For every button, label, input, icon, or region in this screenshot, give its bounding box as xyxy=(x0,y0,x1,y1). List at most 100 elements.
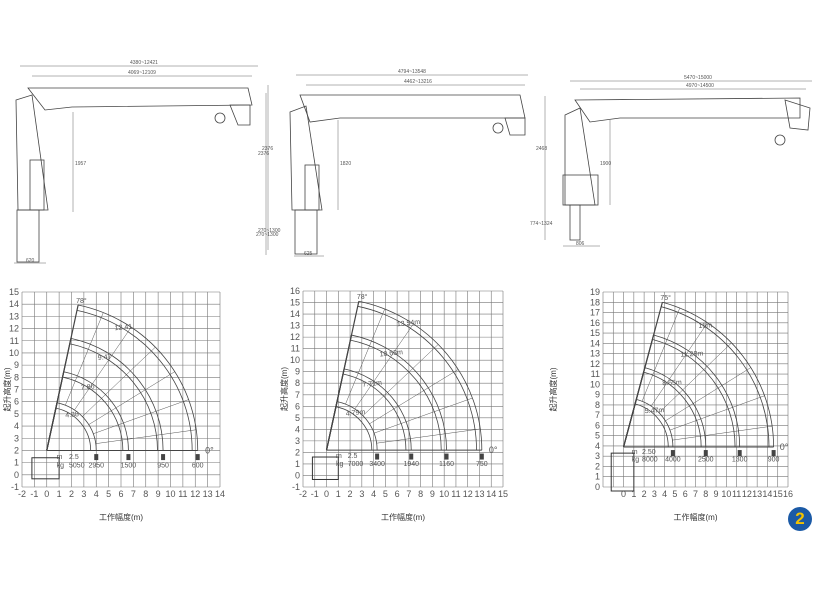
x-tick-label: 8 xyxy=(703,489,708,499)
boom-length-label: 11.28m xyxy=(680,351,703,359)
boom-tip xyxy=(504,117,526,136)
radial-line xyxy=(373,397,473,434)
radial-line xyxy=(82,346,156,417)
x-tick-label: 9 xyxy=(156,489,161,499)
x-tick-label: 11 xyxy=(451,489,460,499)
base-kg-label: kg xyxy=(57,463,65,470)
y-tick-label: 16 xyxy=(590,318,600,328)
y-tick-label: 3 xyxy=(295,436,300,446)
crane-drawing-2: 4794~13548 4462~13216 1820 2376 270~1300… xyxy=(256,69,528,257)
x-tick-label: 7 xyxy=(131,489,136,499)
boom-length-label: 13.54m xyxy=(397,319,421,328)
boom-length-label: 9.47 xyxy=(98,354,112,362)
radial-line xyxy=(665,367,751,422)
max-angle-label: 78° xyxy=(76,297,87,305)
boom-arc xyxy=(350,339,442,451)
base-width-label: 625 xyxy=(304,251,313,257)
x-tick-label: 11 xyxy=(178,489,187,499)
y-tick-label: 4 xyxy=(595,441,600,451)
column xyxy=(15,94,49,211)
x-tick-label: 7 xyxy=(406,489,411,499)
y-tick-label: 12 xyxy=(590,359,600,369)
radial-line xyxy=(74,327,132,411)
column xyxy=(564,107,596,206)
x-tick-label: 2 xyxy=(69,489,74,499)
boom-arc xyxy=(56,402,97,451)
base-housing xyxy=(562,174,599,206)
x-tick-label: 15 xyxy=(773,489,783,499)
inner-length-label: 4462~13216 xyxy=(404,79,432,85)
boom-arc xyxy=(358,300,483,451)
load-value-label: 900 xyxy=(768,456,780,463)
boom-length-label: 7.86 xyxy=(81,383,95,391)
x-tick-label: 14 xyxy=(762,489,772,499)
boom-arc xyxy=(652,339,736,447)
y-tick-label: 12 xyxy=(9,324,19,334)
x-tick-label: 1 xyxy=(57,489,62,499)
weight-icon xyxy=(126,454,131,461)
boom-arc xyxy=(653,334,741,447)
y-tick-label: 6 xyxy=(595,420,600,430)
x-tick-label: -2 xyxy=(18,489,26,499)
x-tick-label: 0 xyxy=(44,489,49,499)
x-tick-label: -2 xyxy=(299,489,307,499)
x-tick-label: 6 xyxy=(118,489,123,499)
inner-length-label: 4970~14500 xyxy=(686,83,714,89)
y-tick-label: 5 xyxy=(595,431,600,441)
y-axis-label: 起升高度(m) xyxy=(548,367,558,411)
base-kg-value: 5050 xyxy=(69,463,85,470)
crane-drawing-1: 4380~12421 4069~12109 1957 2376 270~1300… xyxy=(14,60,281,264)
boom xyxy=(27,87,253,111)
y-tick-label: 2 xyxy=(595,461,600,471)
x-tick-label: 10 xyxy=(439,489,449,499)
x-axis-label: 工作幅度(m) xyxy=(381,512,425,522)
crane-base-icon xyxy=(610,452,635,492)
x-axis-label: 工作幅度(m) xyxy=(99,512,143,522)
x-tick-label: 3 xyxy=(81,489,86,499)
outrigger-legs xyxy=(569,204,581,241)
x-tick-label: 3 xyxy=(652,489,657,499)
boom-tip xyxy=(784,99,811,131)
y-tick-label: 6 xyxy=(295,401,300,411)
min-angle-label: 0° xyxy=(780,442,789,452)
y-tick-label: 11 xyxy=(591,369,600,379)
height-label: 2376 xyxy=(258,151,269,157)
y-tick-label: -1 xyxy=(11,482,19,492)
y-tick-label: 4 xyxy=(14,421,19,431)
outer-length-label: 5470~15000 xyxy=(684,75,712,81)
y-tick-label: 5 xyxy=(14,409,19,419)
boom-arc xyxy=(63,371,129,451)
y-tick-label: 18 xyxy=(590,297,600,307)
boom-length-label: 4.79m xyxy=(346,409,366,418)
boom-height-label: 1957 xyxy=(75,161,86,167)
y-tick-label: 9 xyxy=(14,360,19,370)
boom-section xyxy=(622,302,663,448)
outer-length-label: 4794~13548 xyxy=(398,69,426,75)
page-number-badge: 2 xyxy=(788,507,812,531)
y-tick-label: 3 xyxy=(595,451,600,461)
leg-extension-label: 270~1300 xyxy=(256,232,279,238)
x-tick-label: -1 xyxy=(311,489,319,499)
y-tick-label: 17 xyxy=(590,308,600,318)
outrigger-legs xyxy=(294,209,318,255)
radial-line xyxy=(650,322,708,407)
base-kg-label: kg xyxy=(336,461,344,468)
x-tick-label: 2 xyxy=(642,489,647,499)
x-tick-label: 7 xyxy=(693,489,698,499)
y-tick-label: 7 xyxy=(295,390,300,400)
boom-arc xyxy=(335,406,373,451)
x-tick-label: -1 xyxy=(30,489,38,499)
column xyxy=(289,105,323,211)
boom-section xyxy=(325,301,360,451)
base-m-value: 2.5 xyxy=(348,453,358,460)
x-tick-label: 12 xyxy=(463,489,473,499)
y-tick-label: 8 xyxy=(295,378,300,388)
load-value-label: 1940 xyxy=(403,461,419,468)
base-m-value: 2.50 xyxy=(642,449,656,456)
x-tick-label: 10 xyxy=(165,489,175,499)
load-value-label: 950 xyxy=(157,463,169,470)
